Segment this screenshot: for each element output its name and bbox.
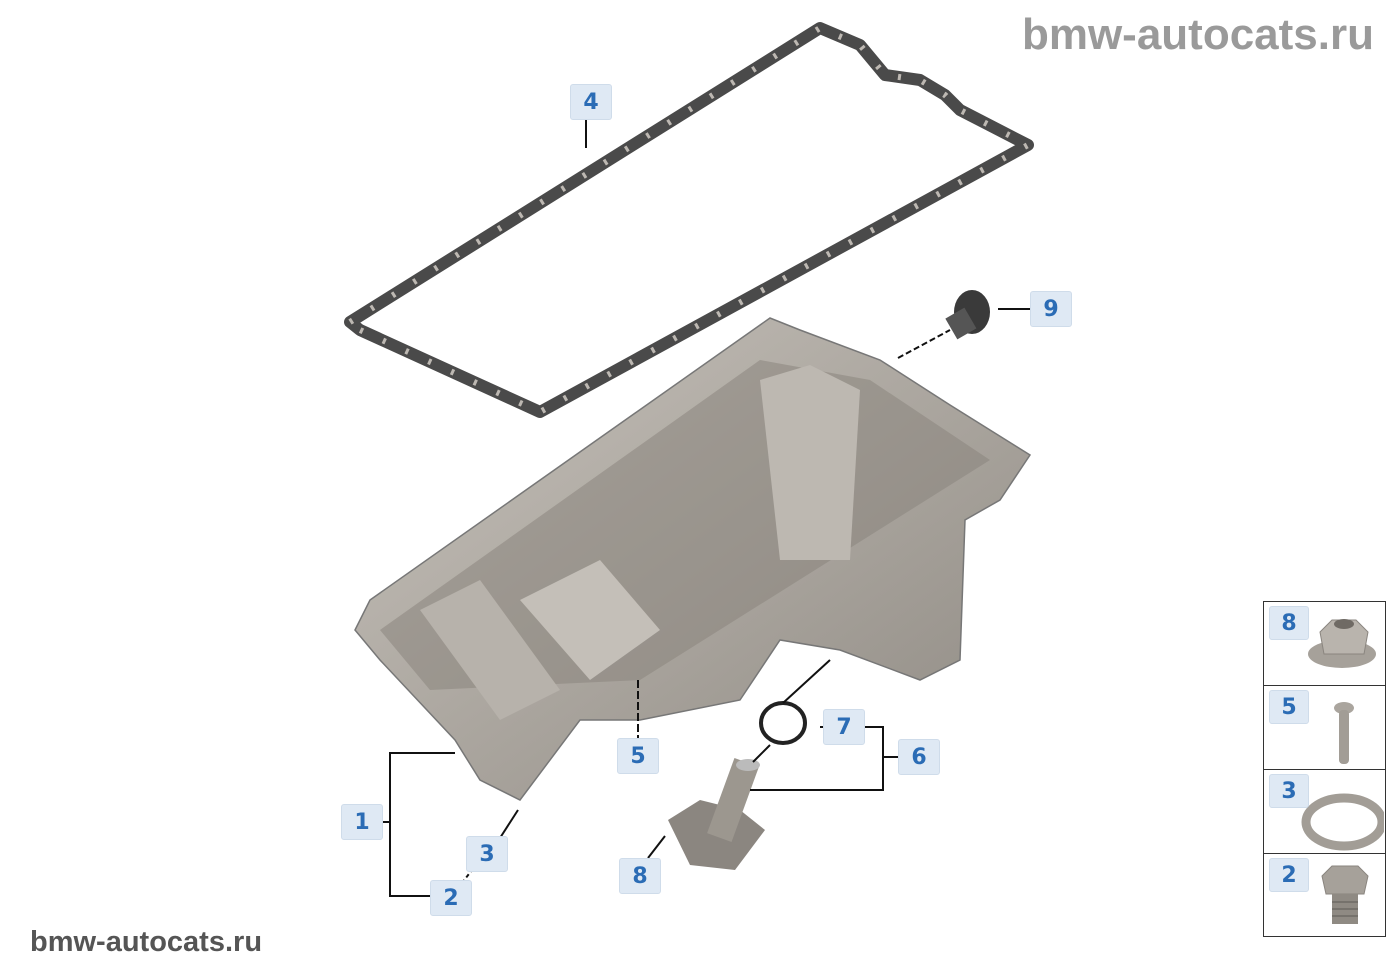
oil-pan-gasket xyxy=(344,22,1034,418)
legend-number: 5 xyxy=(1269,690,1309,724)
legend-item-sealing-ring[interactable]: 3 xyxy=(1264,770,1385,854)
callout-1[interactable]: 1 xyxy=(341,804,383,840)
callout-2[interactable]: 2 xyxy=(430,880,472,916)
oil-pan xyxy=(354,317,1032,801)
callout-9[interactable]: 9 xyxy=(1030,291,1072,327)
legend-item-drain-plug[interactable]: 2 xyxy=(1264,854,1385,938)
watermark-bottom: bmw-autocats.ru xyxy=(30,926,263,958)
legend-number: 2 xyxy=(1269,858,1309,892)
callout-3[interactable]: 3 xyxy=(466,836,508,872)
legend-number: 3 xyxy=(1269,774,1309,808)
callout-7[interactable]: 7 xyxy=(823,709,865,745)
watermark-top: bmw-autocats.ru xyxy=(1021,10,1374,59)
legend-item-bolt[interactable]: 5 xyxy=(1264,686,1385,770)
oil-level-sensor-part xyxy=(668,757,765,870)
bolt-icon xyxy=(1334,702,1354,764)
flange-nut-icon xyxy=(1308,619,1376,668)
drain-plug-icon xyxy=(1321,865,1369,924)
callout-5[interactable]: 5 xyxy=(617,738,659,774)
callout-8[interactable]: 8 xyxy=(619,858,661,894)
screw-plug-part xyxy=(945,290,990,340)
legend-item-flange-nut[interactable]: 8 xyxy=(1264,602,1385,686)
o-ring-part xyxy=(759,701,807,745)
parts-legend: 8 5 3 2 xyxy=(1263,601,1386,937)
callout-4[interactable]: 4 xyxy=(570,84,612,120)
legend-number: 8 xyxy=(1269,606,1309,640)
sealing-ring-icon xyxy=(1301,793,1384,851)
callout-6[interactable]: 6 xyxy=(898,739,940,775)
